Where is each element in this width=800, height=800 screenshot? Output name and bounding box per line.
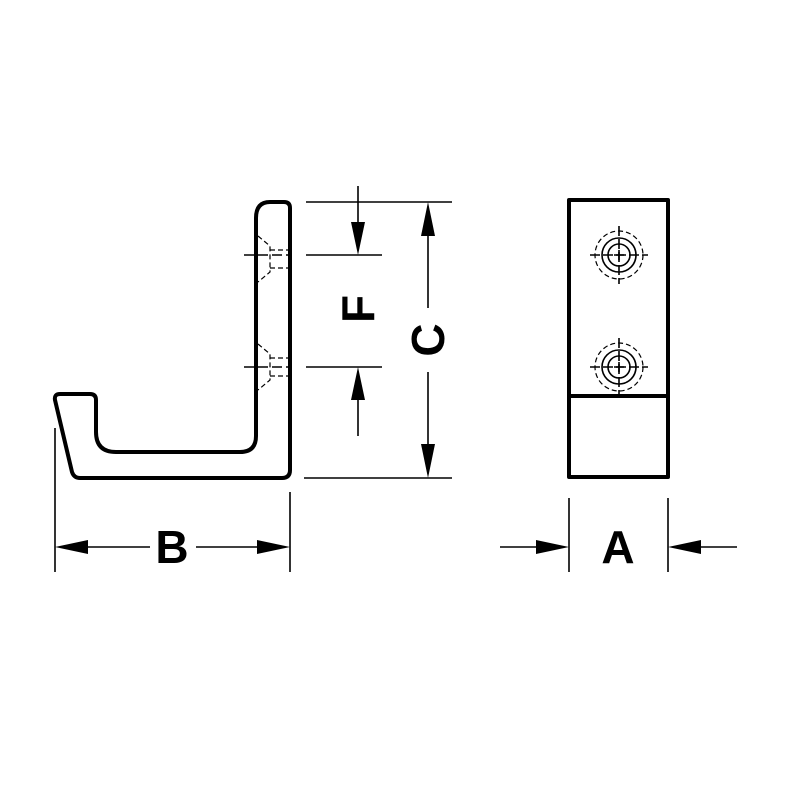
plate-outline bbox=[567, 198, 670, 479]
dimension-c: C bbox=[402, 202, 454, 478]
label-f: F bbox=[332, 295, 384, 323]
label-c: C bbox=[402, 323, 454, 356]
dimension-f: F bbox=[332, 186, 384, 436]
arrowhead-b-right bbox=[257, 540, 290, 554]
arrowhead-a-right bbox=[668, 540, 701, 554]
label-b: B bbox=[155, 521, 188, 573]
arrowhead-c-top bbox=[421, 202, 435, 236]
hook-side-view bbox=[52, 200, 292, 480]
countersink-upper bbox=[244, 235, 292, 283]
arrowhead-b-left bbox=[55, 540, 88, 554]
hook-outline bbox=[52, 200, 292, 480]
arrowhead-a-left bbox=[536, 540, 569, 554]
screw-hole-lower bbox=[590, 338, 648, 396]
arrowhead-f-bottom bbox=[351, 367, 365, 400]
dimension-a: A bbox=[500, 498, 737, 573]
label-a: A bbox=[601, 521, 634, 573]
hook-front-view bbox=[567, 198, 670, 479]
dimension-b: B bbox=[54, 428, 291, 573]
arrowhead-f-top bbox=[351, 222, 365, 255]
arrowhead-c-bottom bbox=[421, 444, 435, 478]
extension-lines bbox=[304, 201, 452, 479]
screw-hole-upper bbox=[590, 226, 648, 284]
countersink-lower bbox=[244, 343, 292, 391]
